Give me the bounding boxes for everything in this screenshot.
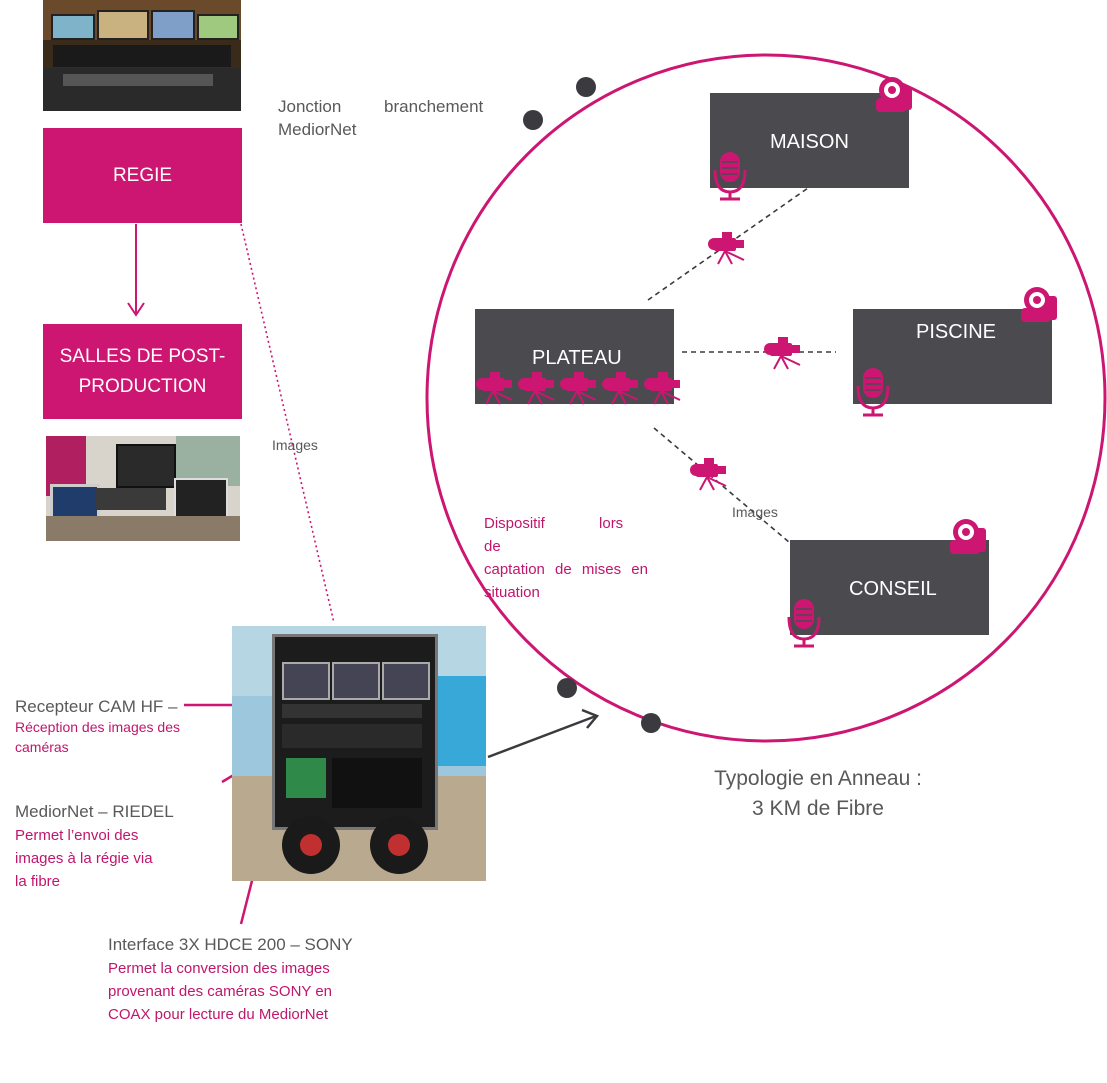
piscine-label: PISCINE [916,321,997,343]
mediornet-desc-line3: la fibre [15,873,61,890]
regie-cart-dotted-link [240,223,335,624]
interface-desc-line1: Permet la conversion des images [108,960,330,977]
recepteur-desc-line2: caméras [15,739,69,755]
mediornet-desc-line1: Permet l’envoi des [15,827,139,844]
plateau-maison-link [647,187,809,301]
interface-desc-line2: provenant des caméras SONY en [108,983,333,1000]
typologie-line1: Typologie en Anneau : [714,767,922,790]
regie-label: REGIE [112,164,173,186]
plateau-box: PLATEAU [475,309,674,404]
interface-desc-line3: COAX pour lecture du MediorNet [108,1006,329,1023]
fiber-ring [425,53,1107,743]
maison-label: MAISON [770,131,849,153]
dispositif-line1: Dispositif lors de [484,515,624,555]
conseil-label: CONSEIL [849,578,937,600]
maison-box: MAISON [710,93,909,188]
mediornet-caption: MediorNet – RIEDEL Permet l’envoi des im… [15,800,174,893]
interface-title: Interface 3X HDCE 200 – SONY [108,935,353,954]
junction-dot [523,110,543,130]
dispositif-line3: situation [484,584,540,601]
conseil-box: CONSEIL [790,540,989,635]
piscine-box: PISCINE [853,309,1052,404]
jonction-label: Jonction branchement MediorNet [278,95,510,141]
junction-dot [557,678,577,698]
junction-dot [576,77,596,97]
dispositif-label: Dispositif lors de captation de mises en… [484,512,690,604]
recepteur-caption: Recepteur CAM HF – Réception des images … [15,697,180,757]
regie-photo [43,0,241,111]
interface-caption: Interface 3X HDCE 200 – SONY Permet la c… [108,933,353,1026]
cart-to-ring-arrow [487,714,597,759]
post-production-photo [46,436,240,541]
images-label-right: Images [732,504,778,520]
junction-dot [641,713,661,733]
regie-box: REGIE [43,128,242,223]
mediornet-desc-line2: images à la régie via [15,850,153,867]
recepteur-title: Recepteur CAM HF – [15,697,178,716]
post-production-label-line1: SALLES DE POST- [59,345,226,367]
recepteur-desc-line1: Réception des images des [15,719,180,735]
post-production-label-line2: PRODUCTION [78,375,207,397]
jonction-line2: MediorNet [278,120,357,139]
dispositif-line2: captation de mises en [484,561,648,578]
fiber-cart-photo [232,626,486,881]
plateau-label: PLATEAU [532,347,622,369]
jonction-line1: Jonction branchement [278,97,484,116]
images-label-left: Images [272,437,318,453]
mediornet-title: MediorNet – RIEDEL [15,802,174,821]
post-production-box: SALLES DE POST- PRODUCTION [43,324,242,419]
typologie-line2: 3 KM de Fibre [752,797,884,820]
typologie-label: Typologie en Anneau : 3 KM de Fibre [668,764,968,824]
